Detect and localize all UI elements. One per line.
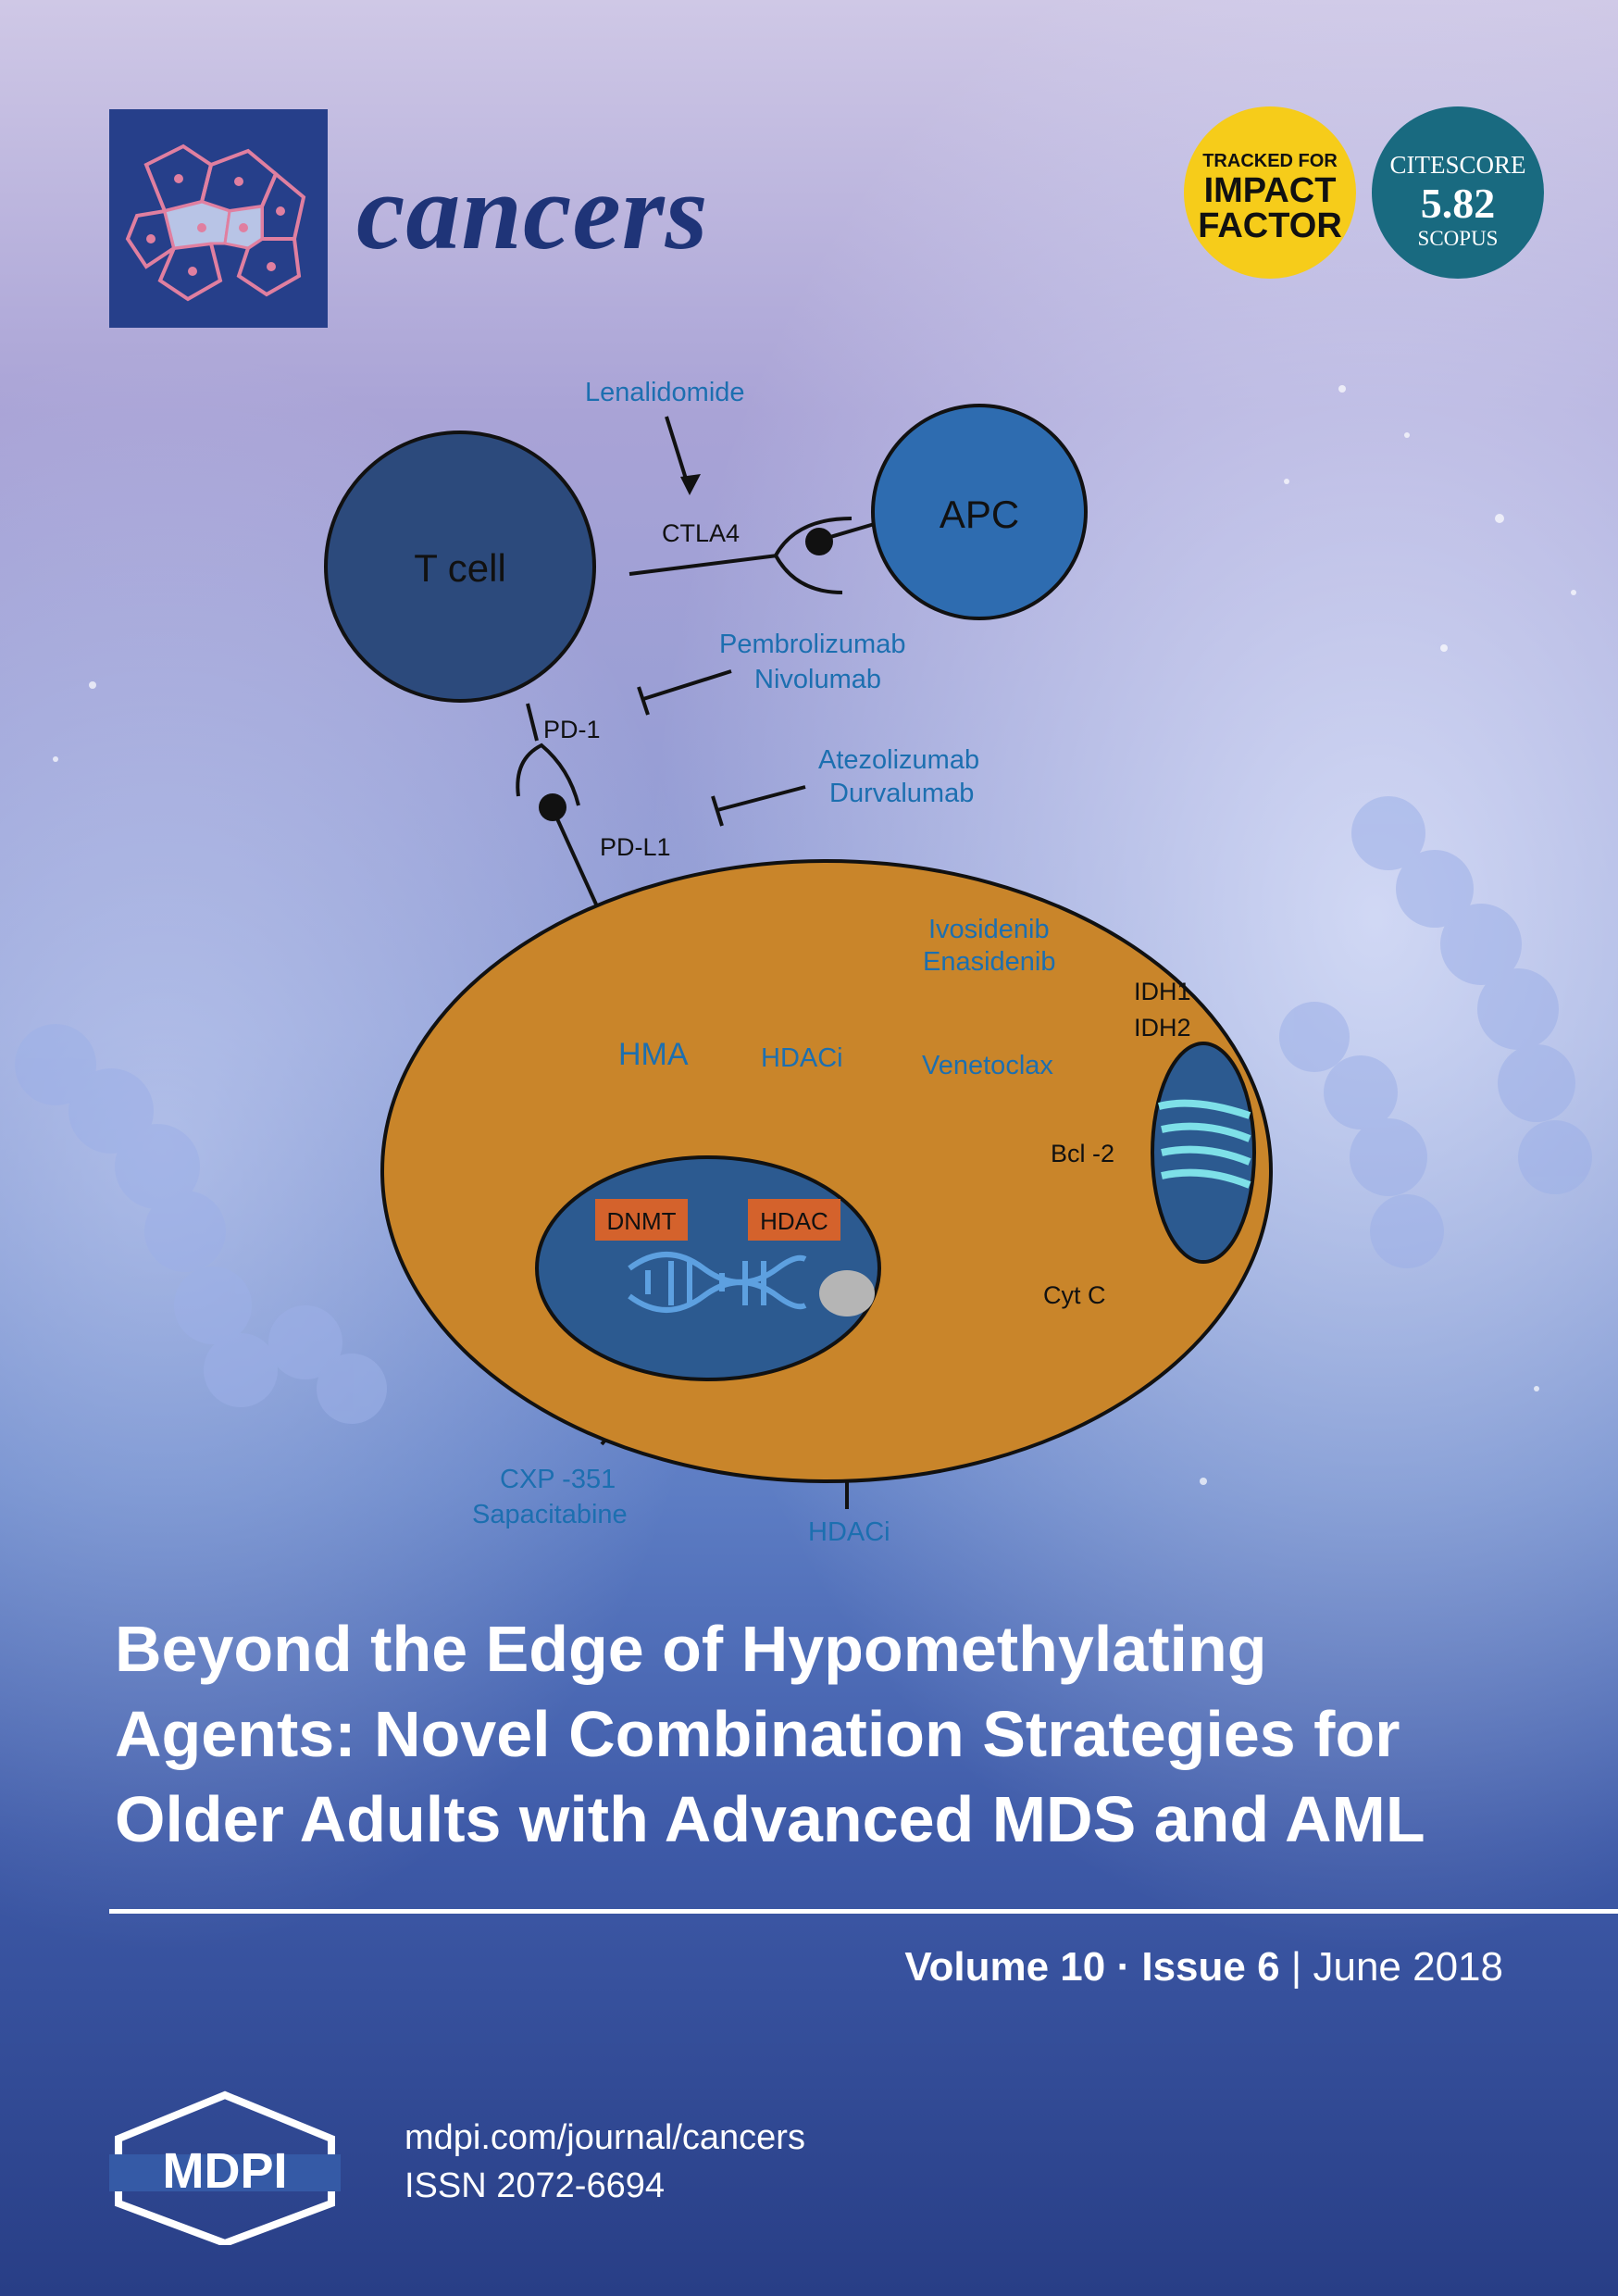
pd1-inhibitor-line — [642, 669, 732, 701]
hdac-label: HDAC — [760, 1207, 828, 1235]
issue-label: Issue 6 — [1141, 1944, 1280, 1990]
histone-icon — [819, 1270, 875, 1316]
pdl1-connector — [554, 814, 604, 917]
impact-factor-badge: TRACKED FOR IMPACT FACTOR — [1184, 106, 1356, 279]
cell-cluster-icon — [125, 144, 306, 302]
idh2-label: IDH2 — [1134, 1014, 1191, 1042]
drug-ivosidenib: Ivosidenib — [928, 915, 1050, 944]
ctla4-label: CTLA4 — [662, 519, 740, 547]
citescore-value: 5.82 — [1420, 180, 1496, 227]
issue-date: June 2018 — [1313, 1944, 1503, 1990]
pd1-connector — [526, 703, 539, 742]
impact-badge-line1: TRACKED FOR — [1202, 151, 1338, 171]
pdl1-inhibitor-line — [716, 785, 806, 812]
t-cell-label: T cell — [414, 546, 506, 590]
drug-pembrolizumab: Pembrolizumab — [719, 630, 905, 659]
citescore-source: SCOPUS — [1417, 227, 1499, 250]
journal-issn: ISSN 2072-6694 — [404, 2166, 665, 2205]
drug-enasidenib: Enasidenib — [923, 947, 1056, 977]
drug-atezolizumab: Atezolizumab — [818, 745, 979, 775]
leukemia-cell — [380, 859, 1273, 1483]
sparkles — [53, 385, 1576, 1485]
pdl1-ligand — [539, 793, 566, 821]
pdl1-label: PD-L1 — [600, 833, 671, 861]
drug-hma: HMA — [618, 1037, 689, 1072]
cytc-label: Cyt C — [1043, 1281, 1106, 1309]
impact-badge-line2: IMPACT — [1203, 171, 1337, 210]
journal-name: cancers — [356, 151, 709, 272]
issue-divider: | — [1290, 1944, 1302, 1990]
title-line-2: Agents: Novel Combination Strategies for — [115, 1698, 1400, 1770]
drug-venetoclax: Venetoclax — [922, 1051, 1053, 1080]
title-divider — [109, 1909, 1618, 1914]
drug-nivolumab: Nivolumab — [754, 665, 881, 694]
hdac-box — [748, 1199, 840, 1241]
drug-hdaci-bottom: HDACi — [808, 1517, 890, 1547]
dna-icon — [628, 1252, 807, 1313]
citescore-badge: CITESCORE 5.82 SCOPUS — [1372, 106, 1544, 279]
chromosome-beads — [15, 796, 1592, 1424]
drug-cxp351: CXP -351 — [500, 1465, 616, 1494]
apc-label: APC — [940, 493, 1019, 536]
bcl2-label: Bcl -2 — [1051, 1140, 1114, 1167]
mdpi-logo: MDPI — [109, 2088, 341, 2248]
journal-logo — [109, 109, 328, 328]
title-line-1: Beyond the Edge of Hypomethylating — [115, 1613, 1267, 1685]
idh1-label: IDH1 — [1134, 978, 1191, 1005]
issue-info: Volume 10 · Issue 6 | June 2018 — [904, 1944, 1503, 1990]
drug-sapacitabine: Sapacitabine — [472, 1500, 628, 1529]
pd1-receptor — [516, 742, 580, 806]
drug-durvalumab: Durvalumab — [829, 779, 974, 808]
pd1-label: PD-1 — [543, 716, 601, 743]
article-title: Beyond the Edge of Hypomethylating Agent… — [115, 1606, 1559, 1862]
mechanism-diagram: T cell APC DNMT HDAC CTLA4 PD-1 PD-L1 ID… — [324, 378, 1273, 1547]
dnmt-label: DNMT — [606, 1207, 676, 1235]
ctla4-ligand — [805, 528, 833, 555]
issue-separator: · — [1116, 1944, 1131, 1990]
mitochondria-cristae — [1157, 1099, 1251, 1189]
dnmt-box — [595, 1199, 688, 1241]
apc-cell — [871, 404, 1088, 620]
mdpi-wordmark: MDPI — [163, 2143, 288, 2199]
mdpi-hexagon-icon: MDPI — [109, 2090, 341, 2248]
t-cell — [324, 430, 596, 703]
ctla4-connector — [629, 554, 778, 576]
journal-url[interactable]: mdpi.com/journal/cancers — [404, 2118, 805, 2157]
impact-badge-line3: FACTOR — [1198, 206, 1342, 245]
ctla4-receptor — [773, 517, 853, 594]
citescore-label: CITESCORE — [1389, 151, 1526, 179]
drug-hdaci-top: HDACi — [761, 1043, 843, 1073]
drug-lenalidomide: Lenalidomide — [585, 378, 745, 407]
title-line-3: Older Adults with Advanced MDS and AML — [115, 1783, 1425, 1855]
volume-label: Volume 10 — [904, 1944, 1106, 1990]
